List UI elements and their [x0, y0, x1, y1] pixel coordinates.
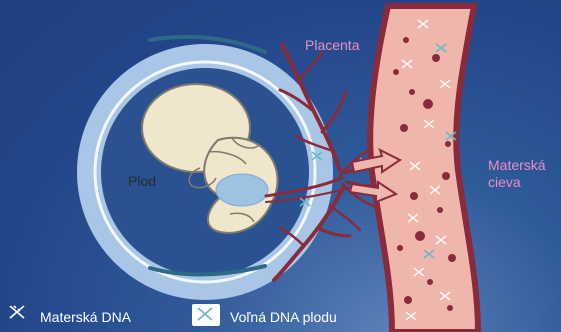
- legend-fetal-dna-label: Voľná DNA plodu: [230, 309, 337, 325]
- legend-maternal-dna-label: Materská DNA: [40, 309, 131, 325]
- vessel-label-line1: Materská: [488, 157, 546, 173]
- fetal-dna-icon: [192, 304, 220, 326]
- maternal-dna-icon: [10, 306, 24, 318]
- placenta-label: Placenta: [305, 37, 359, 53]
- yolk-sac: [216, 174, 268, 206]
- fetus-label: Plod: [128, 173, 156, 189]
- vessel-label-line2: cieva: [488, 174, 521, 190]
